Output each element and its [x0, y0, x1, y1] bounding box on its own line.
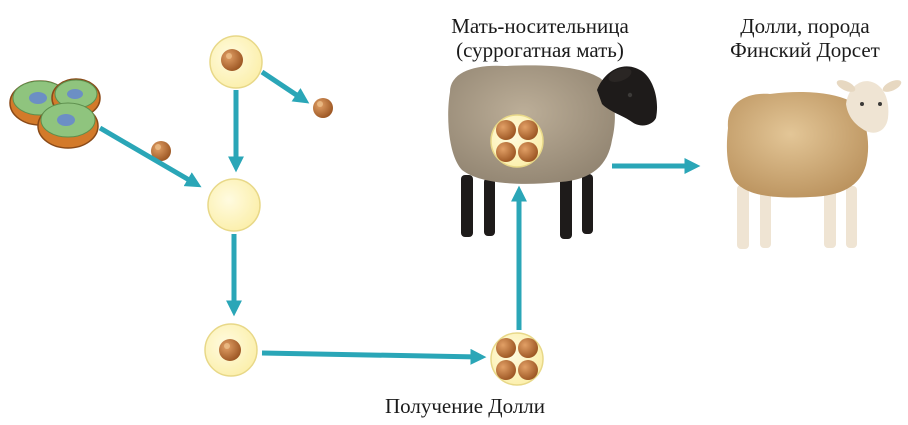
dolly-breed-label-line2: Финский Дорсет [730, 38, 880, 62]
egg-cell-icon [209, 35, 263, 89]
arrow [261, 348, 487, 365]
surrogate-mother-label-line2: (суррогатная мать) [456, 38, 624, 62]
surrogate-mother-label-line1: Мать-носительница [451, 14, 629, 38]
surrogate-mother-label: Мать-носительница (суррогатная мать) [420, 14, 660, 62]
dolly-breed-label-line1: Долли, порода [740, 14, 870, 38]
arrow [98, 125, 202, 188]
getting-dolly-label: Получение Долли [330, 394, 600, 418]
embryo-icon [490, 332, 544, 386]
arrow [260, 69, 310, 104]
nucleus-icon [151, 141, 171, 161]
finn-dorset-sheep-icon [726, 80, 902, 249]
udder-cells-icon [9, 78, 101, 149]
nucleus-icon [313, 98, 333, 118]
dolly-breed-label: Долли, порода Финский Дорсет [700, 14, 908, 62]
black-faced-sheep-icon [448, 65, 658, 239]
egg-cell-icon [207, 178, 261, 232]
egg-cell-icon [204, 323, 258, 377]
getting-dolly-label-text: Получение Долли [384, 394, 546, 418]
arrows [98, 69, 701, 365]
